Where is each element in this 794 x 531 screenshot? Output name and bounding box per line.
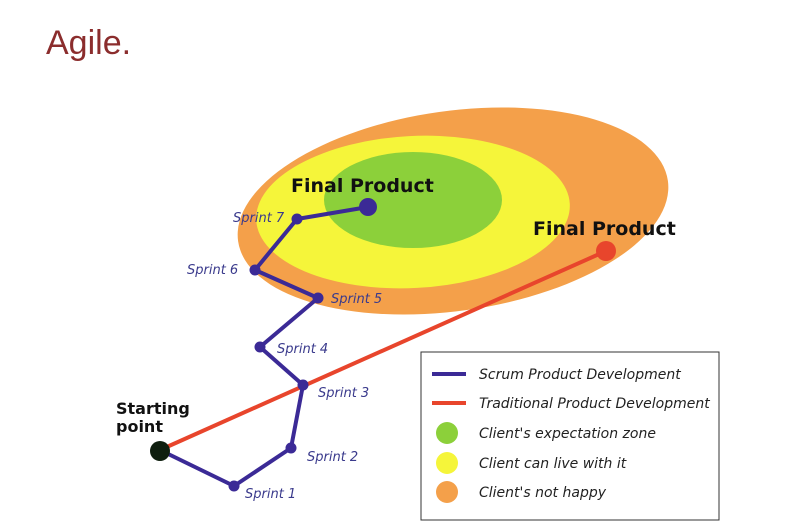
zones [237, 107, 669, 315]
legend-expectation-dot-icon [436, 422, 458, 444]
zone-expectation [324, 152, 502, 248]
sprint-dot-7 [291, 213, 303, 225]
legend-item-traditional: Traditional Product Development [432, 396, 710, 412]
sprint-label-4: Sprint 4 [277, 342, 328, 357]
sprint-dot-6 [249, 264, 261, 276]
legend-label-not-happy: Client's not happy [479, 485, 607, 501]
sprint-label-2: Sprint 2 [307, 450, 358, 465]
scrum-final-dot [359, 198, 377, 216]
sprint-dots [228, 213, 324, 492]
legend-label-traditional: Traditional Product Development [479, 396, 710, 412]
sprint-dot-3 [297, 379, 309, 391]
page-title: Agile. [46, 24, 132, 62]
traditional-final-dot [596, 241, 616, 261]
sprint-label-6: Sprint 6 [187, 263, 238, 278]
legend: Scrum Product Development Traditional Pr… [420, 351, 720, 521]
starting-point-dot [150, 441, 170, 461]
starting-point-label-line1: Starting [116, 399, 190, 418]
traditional-path [159, 249, 607, 452]
legend-item-expectation: Client's expectation zone [436, 422, 656, 444]
sprint-label-7: Sprint 7 [233, 211, 285, 226]
starting-point-label-line2: point [116, 417, 163, 436]
sprint-label-5: Sprint 5 [331, 292, 382, 307]
sprint-dot-5 [312, 292, 324, 304]
sprint-label-1: Sprint 1 [245, 487, 296, 502]
legend-item-scrum: Scrum Product Development [432, 367, 681, 383]
legend-item-not-happy: Client's not happy [436, 481, 607, 503]
legend-not-happy-dot-icon [436, 481, 458, 503]
sprint-dot-2 [285, 442, 297, 454]
sprint-label-3: Sprint 3 [318, 386, 369, 401]
final-product-scrum-label: Final Product [291, 175, 434, 197]
legend-box [420, 351, 720, 521]
sprint-dot-1 [228, 480, 240, 492]
legend-label-live-with: Client can live with it [479, 456, 627, 472]
legend-label-scrum: Scrum Product Development [479, 367, 681, 383]
sprint-labels: Sprint 1 Sprint 2 Sprint 3 Sprint 4 Spri… [187, 211, 382, 502]
final-product-traditional-label: Final Product [533, 218, 676, 240]
sprint-dot-4 [254, 341, 266, 353]
legend-live-with-dot-icon [436, 452, 458, 474]
legend-item-live-with: Client can live with it [436, 452, 627, 474]
legend-label-expectation: Client's expectation zone [479, 426, 656, 442]
